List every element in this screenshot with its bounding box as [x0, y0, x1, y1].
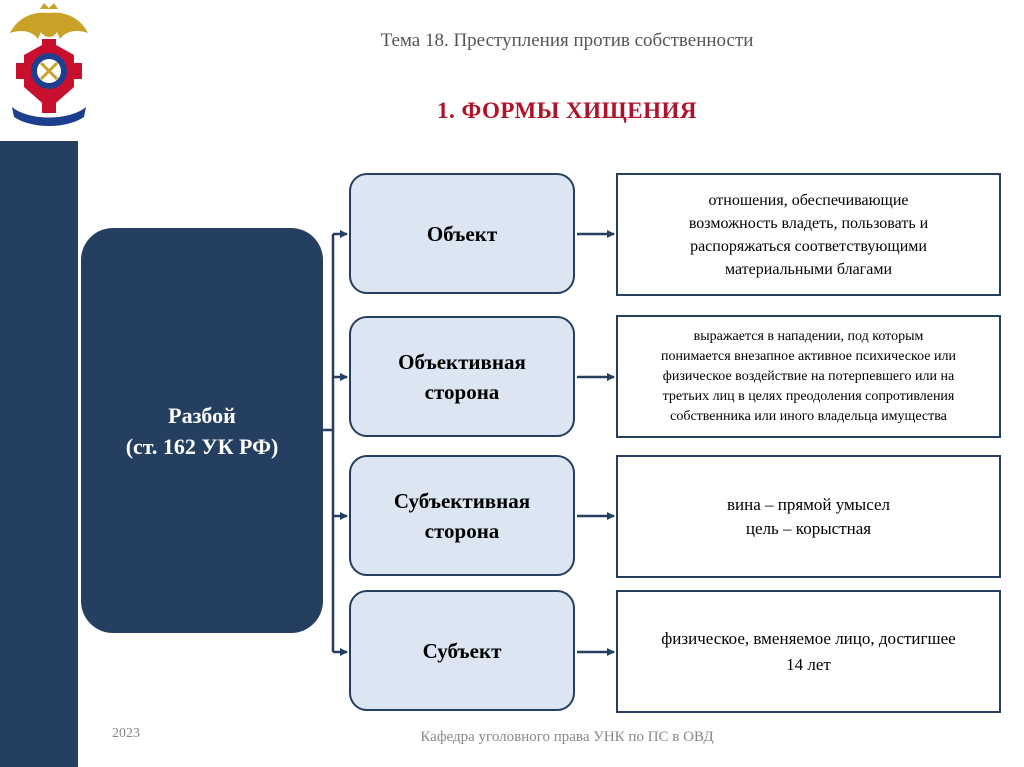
- description-line: собственника или иного владельца имущест…: [670, 408, 947, 424]
- footer-year: 2023: [112, 726, 140, 741]
- footer-department: Кафедра уголовного права УНК по ПС в ОВД: [420, 729, 714, 745]
- description-object: отношения, обеспечивающие возможность вл…: [616, 173, 1001, 296]
- description-line: понимается внезапное активное психическо…: [661, 348, 956, 364]
- topic-title: Тема 18. Преступления против собственнос…: [380, 30, 754, 51]
- description-line: третьих лиц в целях преодоления сопротив…: [662, 388, 955, 404]
- element-label-subject: Субъект: [422, 638, 502, 663]
- description-line: распоряжаться соответствующими: [690, 237, 927, 255]
- element-box-subject: Субъект: [349, 590, 575, 711]
- description-line: материальными благами: [724, 260, 893, 278]
- crime-box: Разбой (ст. 162 УК РФ): [81, 228, 323, 633]
- description-line: цель – корыстная: [745, 518, 872, 538]
- description-line: выражается в нападении, под которым: [693, 328, 924, 344]
- description-line: возможность владеть, пользовать и: [688, 214, 929, 232]
- element-label-objective-side: Объективная сторона: [398, 349, 526, 404]
- description-line: 14 лет: [786, 654, 831, 674]
- description-subjective-side: вина – прямой умысел цель – корыстная: [616, 455, 1001, 578]
- element-box-objective-side: Объективная сторона: [349, 316, 575, 437]
- sidebar-band: [0, 141, 78, 767]
- slide-heading: 1. ФОРМЫ ХИЩЕНИЯ: [436, 98, 698, 123]
- description-line: физическое, вменяемое лицо, достигшее: [661, 628, 956, 648]
- element-box-subjective-side: Субъективная сторона: [349, 455, 575, 576]
- police-university-emblem-icon: [10, 3, 88, 126]
- description-line: отношения, обеспечивающие: [708, 191, 909, 209]
- crime-article: (ст. 162 УК РФ): [125, 433, 279, 459]
- element-label-subjective-side: Субъективная сторона: [393, 488, 531, 543]
- description-subject: физическое, вменяемое лицо, достигшее 14…: [616, 590, 1001, 713]
- description-line: физическое воздействие на потерпевшего и…: [662, 368, 955, 384]
- crime-title: Разбой: [168, 402, 236, 428]
- description-objective-side: выражается в нападении, под которым пони…: [616, 315, 1001, 438]
- description-line: вина – прямой умысел: [726, 494, 891, 514]
- element-box-object: Объект: [349, 173, 575, 294]
- element-label-object: Объект: [426, 221, 498, 246]
